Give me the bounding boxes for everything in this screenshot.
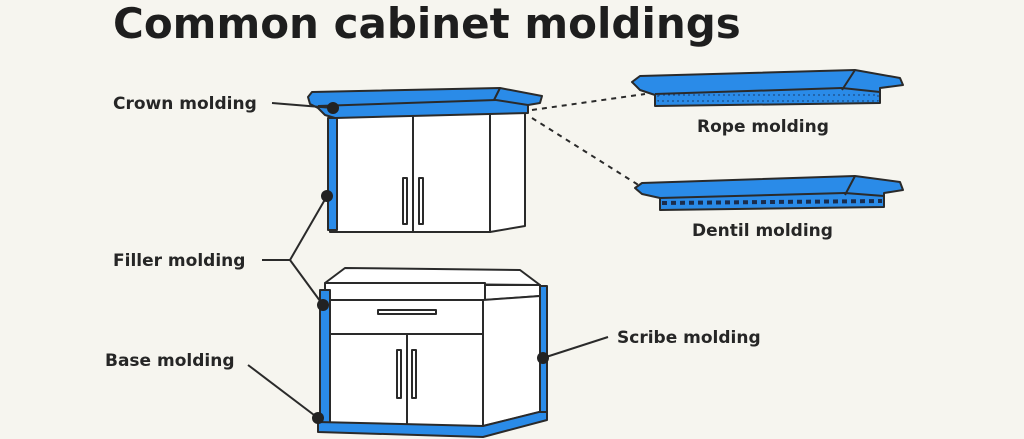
upper-cabinet [307, 87, 543, 233]
door-handle [402, 177, 408, 225]
page-title: Common cabinet moldings [113, 0, 741, 48]
base-molding [317, 409, 548, 438]
label-crown-molding: Crown molding [113, 94, 257, 114]
upper-filler-molding [327, 117, 338, 231]
door-handle [396, 349, 402, 399]
leader-dots [312, 102, 549, 424]
label-dentil-molding: Dentil molding [692, 221, 833, 241]
drawer [329, 299, 484, 335]
label-filler-molding: Filler molding [113, 251, 245, 271]
rope-molding-sample [631, 69, 904, 107]
door-handle [411, 349, 417, 399]
scribe-molding [539, 285, 548, 413]
lower-cabinet [317, 267, 548, 438]
dentil-molding-sample [634, 175, 904, 211]
label-base-molding: Base molding [105, 351, 234, 371]
door-handle [418, 177, 424, 225]
label-rope-molding: Rope molding [697, 117, 829, 137]
drawer-handle [377, 309, 437, 315]
label-scribe-molding: Scribe molding [617, 328, 761, 348]
leader-lines [247, 93, 646, 419]
